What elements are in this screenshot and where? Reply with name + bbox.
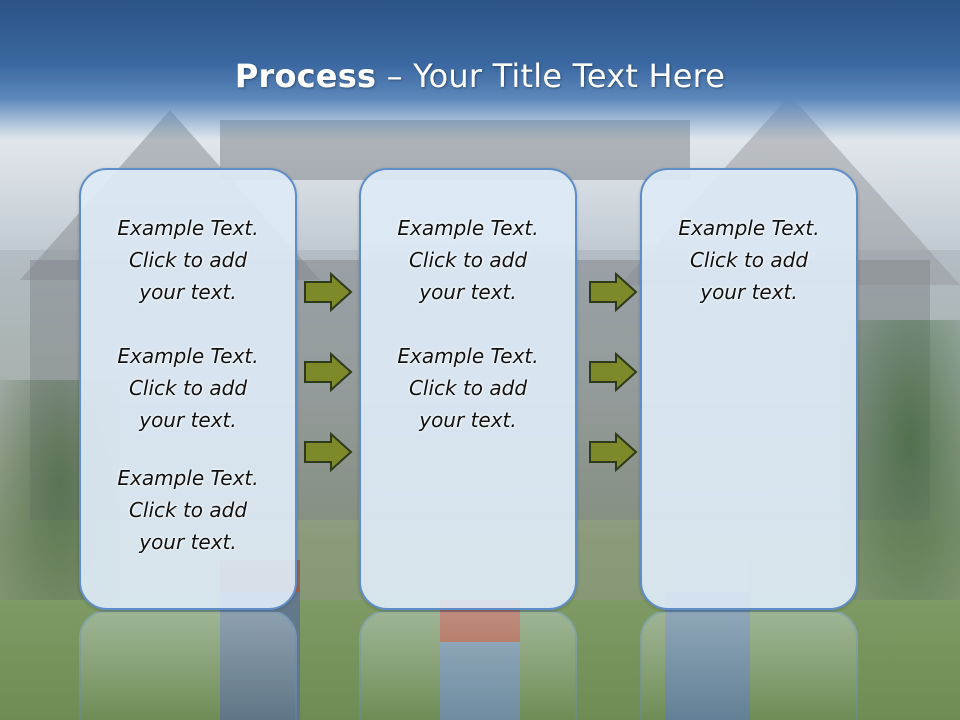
text-placeholder[interactable]: Example Text. Click to add your text. bbox=[361, 340, 575, 436]
box-reflection-2 bbox=[359, 610, 577, 720]
text-line: Click to add bbox=[408, 376, 528, 400]
text-line: Example Text. bbox=[117, 466, 259, 490]
arrow-right-icon[interactable] bbox=[303, 432, 353, 472]
text-placeholder[interactable]: Example Text. Click to add your text. bbox=[361, 212, 575, 308]
text-line: Click to add bbox=[128, 248, 248, 272]
text-line: Example Text. bbox=[117, 344, 259, 368]
text-line: your text. bbox=[419, 408, 517, 432]
arrow-right-icon[interactable] bbox=[588, 272, 638, 312]
text-line: your text. bbox=[419, 280, 517, 304]
text-line: Example Text. bbox=[117, 216, 259, 240]
text-line: Click to add bbox=[689, 248, 809, 272]
arrow-right-icon[interactable] bbox=[303, 272, 353, 312]
arrow-right-icon[interactable] bbox=[588, 432, 638, 472]
arrow-right-icon[interactable] bbox=[588, 352, 638, 392]
text-line: your text. bbox=[700, 280, 798, 304]
text-line: Example Text. bbox=[678, 216, 820, 240]
slide-title[interactable]: Process – Your Title Text Here bbox=[0, 54, 960, 98]
text-line: Example Text. bbox=[397, 216, 539, 240]
process-box-2[interactable]: Example Text. Click to add your text. Ex… bbox=[359, 168, 577, 610]
text-line: your text. bbox=[139, 408, 237, 432]
background-bush-right bbox=[840, 320, 960, 620]
title-bold: Process bbox=[234, 57, 377, 95]
text-placeholder[interactable]: Example Text. Click to add your text. bbox=[81, 462, 295, 558]
title-rest: – Your Title Text Here bbox=[376, 57, 726, 95]
text-placeholder[interactable]: Example Text. Click to add your text. bbox=[81, 212, 295, 308]
text-line: Click to add bbox=[128, 498, 248, 522]
title-band bbox=[0, 0, 960, 140]
text-line: Example Text. bbox=[397, 344, 539, 368]
text-line: your text. bbox=[139, 280, 237, 304]
box-reflection-1 bbox=[79, 610, 297, 720]
process-box-3[interactable]: Example Text. Click to add your text. bbox=[640, 168, 858, 610]
text-placeholder[interactable]: Example Text. Click to add your text. bbox=[81, 340, 295, 436]
process-box-1[interactable]: Example Text. Click to add your text. Ex… bbox=[79, 168, 297, 610]
text-line: Click to add bbox=[128, 376, 248, 400]
arrow-right-icon[interactable] bbox=[303, 352, 353, 392]
background-figure-middle bbox=[440, 600, 520, 720]
text-placeholder[interactable]: Example Text. Click to add your text. bbox=[642, 212, 856, 308]
text-line: Click to add bbox=[408, 248, 528, 272]
box-reflection-3 bbox=[640, 610, 858, 720]
text-line: your text. bbox=[139, 530, 237, 554]
